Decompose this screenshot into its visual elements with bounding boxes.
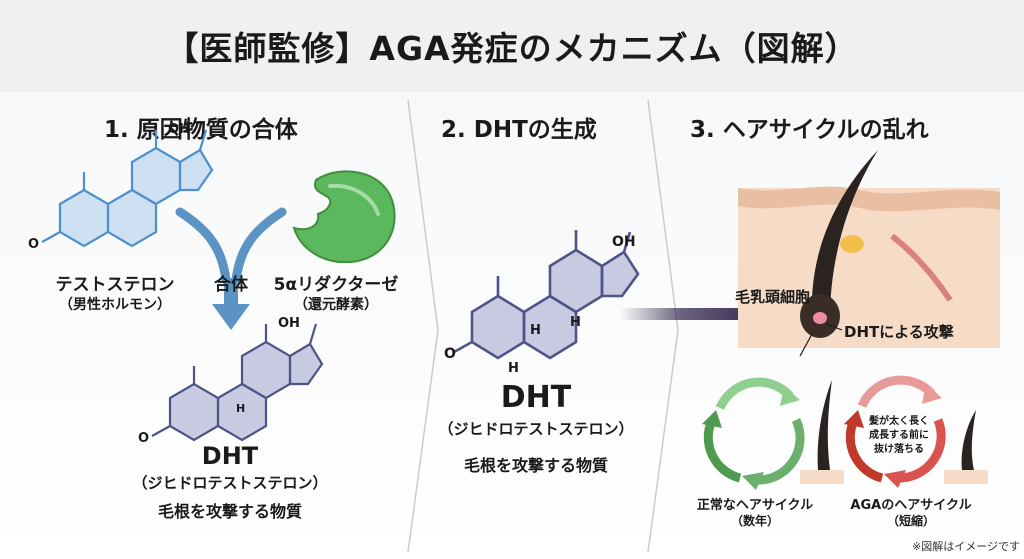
step2-graphics: OH O H H H bbox=[444, 230, 640, 376]
step1-dht-desc: 毛根を攻撃する物質 bbox=[157, 502, 302, 521]
normal-cycle-icon bbox=[703, 377, 805, 485]
step2-dht-name: DHT bbox=[500, 380, 572, 415]
enzyme-highlight bbox=[328, 183, 380, 216]
aga-cycle-arrowhead-3 bbox=[844, 410, 864, 428]
aga-cycle-label: AGAのヘアサイクル bbox=[850, 498, 972, 513]
dht-large-o-label: O bbox=[444, 346, 456, 362]
aga-hair-icon bbox=[961, 410, 976, 470]
combine-label: 合体 bbox=[214, 275, 248, 295]
attack-label-line bbox=[825, 323, 843, 331]
enzyme-name: 5αリダクターゼ bbox=[273, 275, 399, 295]
divider-2 bbox=[647, 99, 679, 553]
step1-dht-name: DHT bbox=[201, 442, 259, 470]
normal-hair-icon bbox=[817, 380, 832, 470]
enzyme-icon bbox=[292, 170, 396, 264]
dht-molecule-large-icon bbox=[453, 230, 640, 360]
footnote: ※図解はイメージです bbox=[912, 540, 1020, 553]
aga-cycle-icon bbox=[845, 375, 946, 483]
aga-note-line-3: 抜け落ちる bbox=[874, 444, 924, 455]
normal-cycle-label: 正常なヘアサイクル bbox=[696, 498, 814, 513]
hair-shaft-icon bbox=[811, 150, 878, 318]
step2-title: 2. DHTの生成 bbox=[441, 117, 597, 143]
muscle-icon bbox=[890, 233, 953, 302]
title-bar: 【医師監修】AGA発症のメカニズム（図解） bbox=[0, 0, 1024, 92]
dht-small-h-label: H bbox=[236, 402, 245, 415]
testosterone-sub: （男性ホルモン） bbox=[59, 297, 171, 313]
dht-large-oh-label: OH bbox=[612, 234, 636, 250]
aga-note-line-2: 成長する前に bbox=[869, 430, 929, 441]
step1-dht-sub: （ジヒドロテストステロン） bbox=[132, 474, 328, 492]
attack-label: DHTによる攻撃 bbox=[844, 323, 954, 341]
attack-pointer-line bbox=[799, 333, 813, 357]
dht-small-o-label: O bbox=[138, 431, 149, 446]
normal-hair-skin bbox=[800, 470, 844, 484]
normal-cycle-arrowhead-1 bbox=[780, 386, 800, 406]
dht-large-h-label-1: H bbox=[530, 323, 541, 338]
step3-title: 3. ヘアサイクルの乱れ bbox=[690, 117, 929, 143]
dht-large-h-label-3: H bbox=[508, 361, 519, 376]
page-title: 【医師監修】AGA発症のメカニズム（図解） bbox=[165, 29, 859, 68]
aga-cycle-arrowhead-2 bbox=[884, 470, 906, 488]
skin-surface bbox=[738, 186, 1000, 212]
step2-dht-sub: （ジヒドロテストステロン） bbox=[438, 420, 634, 438]
combine-arrow-icon bbox=[175, 207, 287, 285]
dht-large-h-label-2: H bbox=[570, 315, 581, 330]
dht-molecule-small-icon bbox=[151, 323, 324, 442]
normal-cycle-arrowhead-2 bbox=[742, 472, 764, 490]
aga-hair-skin bbox=[944, 470, 988, 484]
normal-cycle-sub: （数年） bbox=[730, 514, 779, 528]
combine-arrow-head bbox=[212, 304, 250, 330]
normal-cycle-arrowhead-3 bbox=[702, 410, 722, 428]
papilla-label: 毛乳頭細胞 bbox=[734, 288, 810, 306]
testosterone-o-label: O bbox=[28, 237, 39, 252]
dht-small-oh-label: OH bbox=[278, 316, 300, 331]
step1-title: 1. 原因物質の合体 bbox=[104, 117, 298, 143]
divider-1 bbox=[407, 99, 439, 553]
dermal-papilla-icon bbox=[813, 312, 827, 324]
testosterone-molecule-icon bbox=[41, 129, 214, 248]
testosterone-name: テストステロン bbox=[55, 275, 175, 295]
aga-cycle-sub: （短縮） bbox=[886, 514, 935, 528]
skin-cross-section bbox=[738, 188, 1000, 348]
attack-arrow-shaft bbox=[620, 308, 772, 320]
gland-icon bbox=[840, 235, 864, 253]
aga-note-line-1: 髪が太く長く bbox=[869, 416, 929, 427]
aga-cycle-arrowhead-1 bbox=[922, 384, 942, 404]
step2-dht-desc: 毛根を攻撃する物質 bbox=[463, 456, 608, 475]
combine-arrow-shaft bbox=[224, 278, 238, 306]
enzyme-sub: （還元酵素） bbox=[294, 297, 378, 313]
testosterone-oh-label: OH bbox=[168, 122, 190, 137]
step1-graphics: OH O OH O H bbox=[28, 122, 396, 446]
